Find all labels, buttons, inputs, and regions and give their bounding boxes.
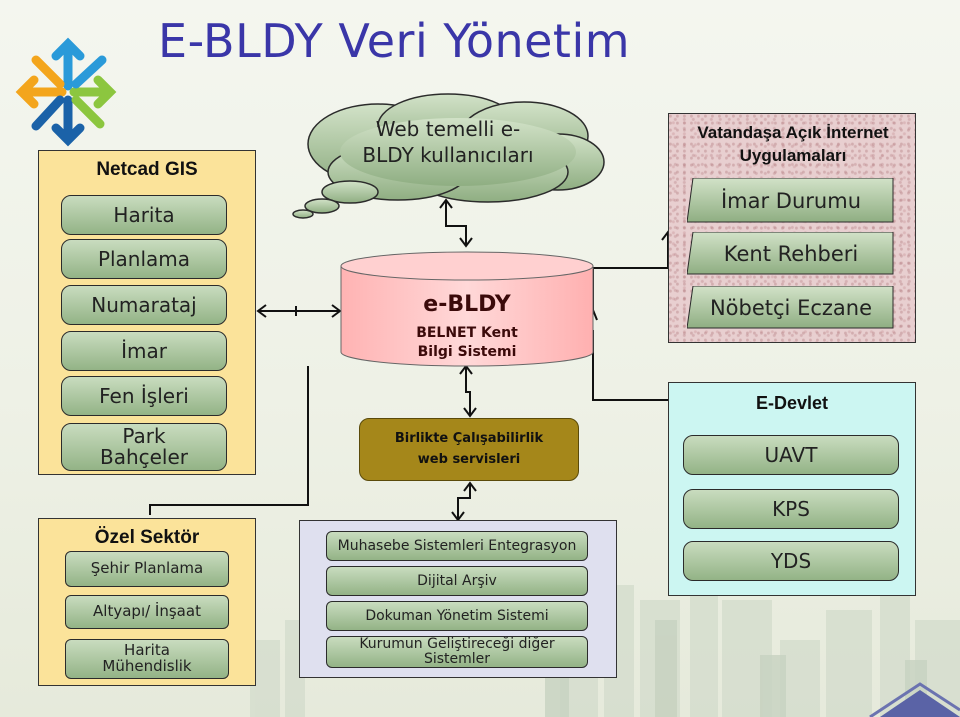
netcad-item-numarataj[interactable]: Numarataj — [61, 285, 227, 325]
edevlet-panel: E-Devlet UAVT KPS YDS — [668, 382, 916, 596]
internal-item-label: Dokuman Yönetim Sistemi — [365, 607, 549, 624]
edevlet-item-label: UAVT — [764, 442, 818, 467]
netcad-gis-title: Netcad GIS — [96, 159, 198, 180]
logo-icon — [15, 37, 117, 147]
internal-systems-panel: Muhasebe Sistemleri Entegrasyon Dijital … — [299, 520, 617, 678]
web-users-cloud: Web temelli e-BLDY kullanıcıları — [288, 92, 610, 222]
interop-web-services[interactable]: Birlikte Çalışabilirlik web servisleri — [359, 418, 579, 481]
netcad-item-planlama[interactable]: Planlama — [61, 239, 227, 279]
citizen-apps-panel: Vatandaşa Açık İnternet Uygulamaları İma… — [668, 113, 916, 343]
edevlet-item-uavt[interactable]: UAVT — [683, 435, 899, 475]
citizen-item-nobetci-eczane[interactable]: Nöbetçi Eczane — [687, 286, 895, 330]
netcad-item-park-bahceler[interactable]: Park Bahçeler — [61, 423, 227, 471]
internal-item-dijital-arsiv[interactable]: Dijital Arşiv — [326, 566, 588, 596]
edevlet-item-label: KPS — [772, 496, 810, 521]
edevlet-title: E-Devlet — [755, 393, 829, 413]
netcad-item-label: Fen İşleri — [99, 383, 189, 408]
citizen-item-label: Kent Rehberi — [723, 242, 859, 266]
internal-item-label: Dijital Arşiv — [417, 572, 497, 589]
citizen-apps-title: Vatandaşa Açık İnternet Uygulamaları — [697, 123, 889, 165]
ebldy-database-cylinder[interactable]: e-BLDY BELNET Kent Bilgi Sistemi — [340, 250, 594, 368]
netcad-item-label: Park Bahçeler — [99, 424, 189, 469]
ozel-item-sehir-planlama[interactable]: Şehir Planlama — [65, 551, 229, 587]
internal-item-dokuman-yonetim[interactable]: Dokuman Yönetim Sistemi — [326, 601, 588, 631]
internal-item-label: Muhasebe Sistemleri Entegrasyon — [337, 537, 577, 554]
edevlet-item-kps[interactable]: KPS — [683, 489, 899, 529]
cloud-text: Web temelli e-BLDY kullanıcıları — [362, 117, 534, 167]
netcad-item-label: İmar — [121, 338, 167, 363]
ozel-item-label: Altyapı/ İnşaat — [93, 602, 201, 621]
ebldy-name: e-BLDY — [423, 292, 511, 317]
netcad-item-harita[interactable]: Harita — [61, 195, 227, 235]
ozel-item-harita-muhendislik[interactable]: Harita Mühendislik — [65, 639, 229, 679]
ozel-item-altyapi-insaat[interactable]: Altyapı/ İnşaat — [65, 595, 229, 629]
internal-item-muhasebe[interactable]: Muhasebe Sistemleri Entegrasyon — [326, 531, 588, 561]
netcad-item-label: Harita — [113, 202, 175, 227]
interop-text: Birlikte Çalışabilirlik web servisleri — [394, 431, 544, 467]
netcad-item-fen-isleri[interactable]: Fen İşleri — [61, 376, 227, 416]
netcad-item-imar[interactable]: İmar — [61, 331, 227, 371]
citizen-item-kent-rehberi[interactable]: Kent Rehberi — [687, 232, 895, 276]
ebldy-subtitle: BELNET Kent Bilgi Sistemi — [416, 325, 518, 360]
ozel-sektor-title: Özel Sektör — [94, 527, 200, 548]
netcad-gis-panel: Netcad GIS Harita Planlama Numarataj İma… — [38, 150, 256, 475]
edevlet-item-yds[interactable]: YDS — [683, 541, 899, 581]
edevlet-item-label: YDS — [770, 548, 812, 573]
ozel-item-label: Harita Mühendislik — [102, 641, 192, 675]
internal-item-diger-sistemler[interactable]: Kurumun Geliştireceği diğer Sistemler — [326, 636, 588, 668]
citizen-item-label: İmar Durumu — [720, 189, 862, 213]
page-title: E-BLDY Veri Yönetim — [158, 14, 631, 68]
citizen-item-imar-durumu[interactable]: İmar Durumu — [687, 178, 895, 224]
citizen-item-label: Nöbetçi Eczane — [709, 296, 873, 320]
ozel-item-label: Şehir Planlama — [90, 559, 204, 578]
netcad-item-label: Planlama — [97, 246, 191, 271]
netcad-item-label: Numarataj — [91, 292, 197, 317]
ozel-sektor-panel: Özel Sektör Şehir Planlama Altyapı/ İnşa… — [38, 518, 256, 686]
internal-item-label: Kurumun Geliştireceği diğer Sistemler — [359, 636, 555, 667]
